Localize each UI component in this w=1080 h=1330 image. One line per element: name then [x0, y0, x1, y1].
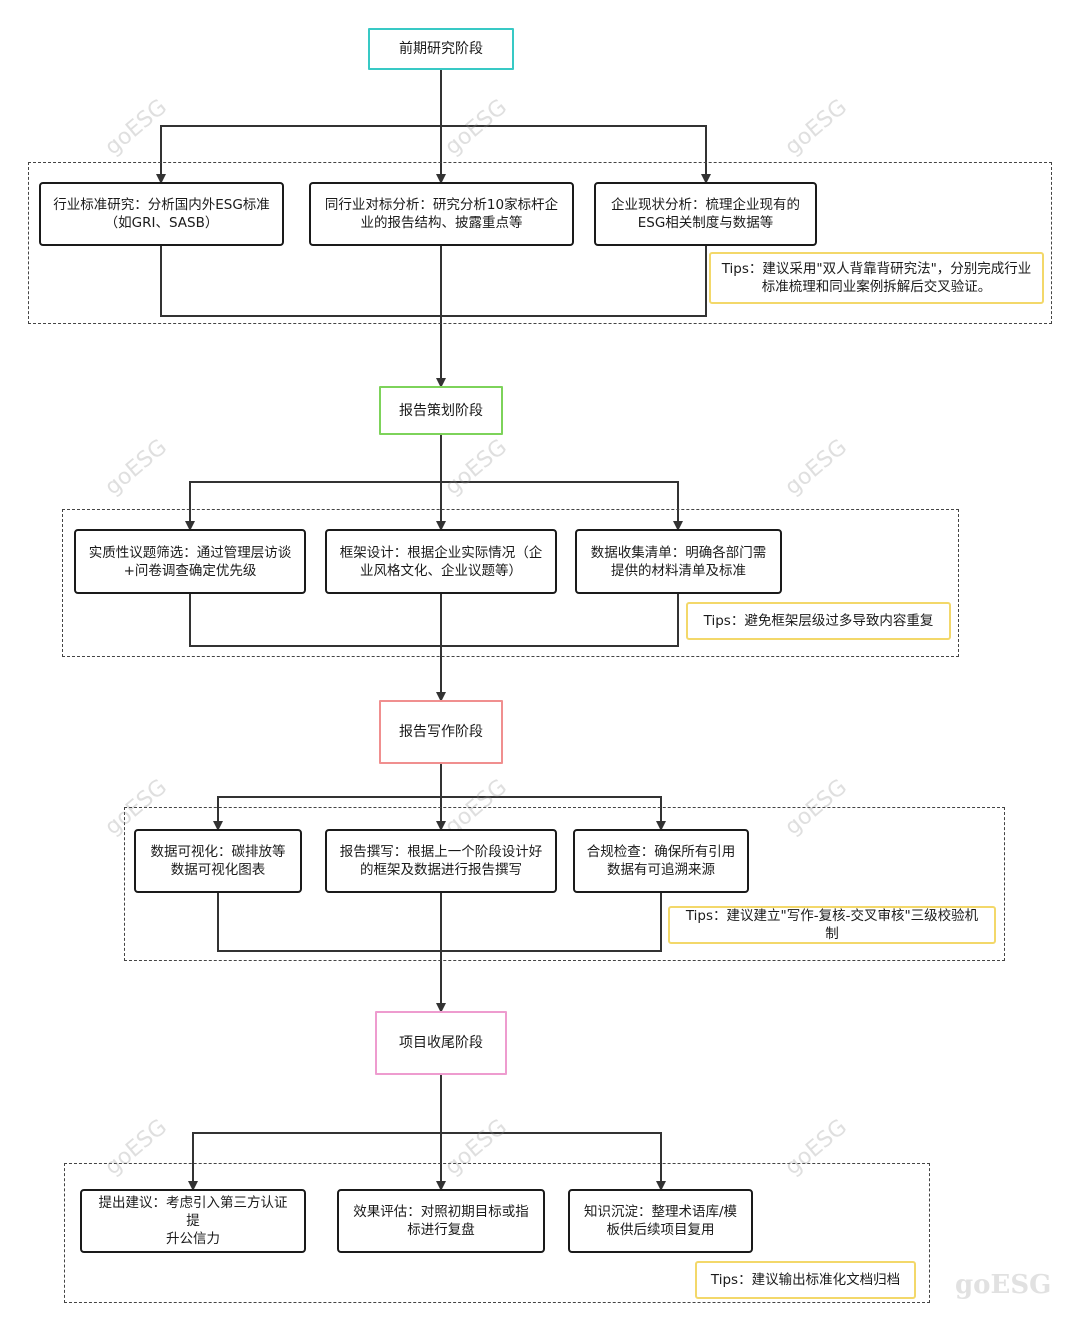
stage-planning: 报告策划阶段	[379, 386, 503, 435]
group-planning	[62, 509, 959, 657]
step-materiality: 实质性议题筛选：通过管理层访谈 +问卷调查确定优先级	[74, 529, 306, 594]
tip-writing: Tips：建议建立"写作-复核-交叉审核"三级校验机制	[668, 906, 996, 944]
group-closing	[64, 1163, 930, 1303]
step-compliance: 合规检查：确保所有引用 数据有可追溯来源	[573, 829, 749, 893]
step-peer-benchmarking: 同行业对标分析：研究分析10家标杆企 业的报告结构、披露重点等	[309, 182, 574, 246]
group-writing	[124, 807, 1005, 961]
tip-planning: Tips：避免框架层级过多导致内容重复	[686, 602, 951, 640]
step-visualization: 数据可视化：碳排放等 数据可视化图表	[134, 829, 302, 893]
stage-research: 前期研究阶段	[368, 28, 514, 70]
stage-closing: 项目收尾阶段	[375, 1011, 507, 1075]
step-industry-standards: 行业标准研究：分析国内外ESG标准 （如GRI、SASB）	[39, 182, 284, 246]
step-evaluation: 效果评估：对照初期目标或指 标进行复盘	[337, 1189, 545, 1253]
tip-closing: Tips：建议输出标准化文档归档	[695, 1261, 916, 1299]
step-writing: 报告撰写：根据上一个阶段设计好 的框架及数据进行报告撰写	[325, 829, 557, 893]
step-company-status: 企业现状分析：梳理企业现有的 ESG相关制度与数据等	[594, 182, 817, 246]
step-data-checklist: 数据收集清单：明确各部门需 提供的材料清单及标准	[575, 529, 782, 594]
group-research	[28, 162, 1052, 324]
step-framework: 框架设计：根据企业实际情况（企 业风格文化、企业议题等）	[325, 529, 557, 594]
stage-writing: 报告写作阶段	[379, 700, 503, 764]
step-knowledge: 知识沉淀：整理术语库/模 板供后续项目复用	[568, 1189, 753, 1253]
tip-research: Tips：建议采用"双人背靠背研究法"，分别完成行业 标准梳理和同业案例拆解后交…	[709, 252, 1044, 304]
watermark-logo: goESG	[955, 1270, 1052, 1300]
step-recommendations: 提出建议：考虑引入第三方认证提 升公信力	[80, 1189, 306, 1253]
